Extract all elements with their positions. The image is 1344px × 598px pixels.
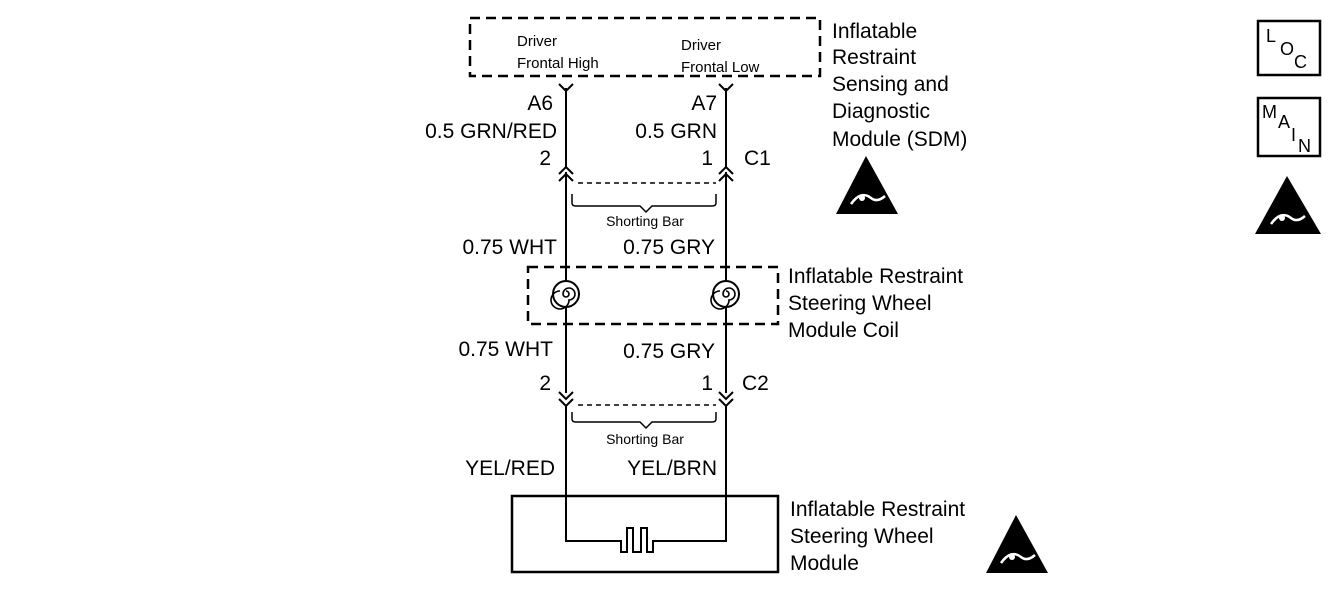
coil-lower-left-wire: 0.75 WHT: [458, 338, 553, 361]
esd-warning-icon[interactable]: [1255, 176, 1321, 234]
main-letter: I: [1291, 125, 1296, 145]
c2-shorting-bar-bracket: [571, 412, 717, 430]
main-letter: N: [1298, 136, 1311, 156]
coil-spiral-left-icon: [550, 280, 580, 310]
sdm-title: Inflatable: [832, 20, 917, 43]
module-title: Inflatable Restraint: [790, 498, 965, 521]
coil-title: Steering Wheel: [788, 292, 932, 315]
module-box: [510, 494, 780, 574]
steering-wheel-module: Inflatable Restraint Steering Wheel Modu…: [510, 494, 965, 575]
sdm-title: Module (SDM): [832, 128, 967, 151]
loc-letter: C: [1294, 52, 1307, 72]
coil-title: Inflatable Restraint: [788, 265, 963, 288]
esd-warning-icon: [836, 156, 898, 214]
c2-left-wire: YEL/RED: [465, 457, 555, 480]
main-button[interactable]: M A I N: [1256, 96, 1322, 158]
module-title: Module: [790, 552, 859, 575]
c1-right-pin: 1: [701, 147, 713, 170]
coil-upper-left-wire: 0.75 WHT: [462, 236, 557, 259]
c2-left-pin: 2: [539, 372, 551, 395]
connector-c1: A6 A7 0.5 GRN/RED 0.5 GRN 2 1 C1 Shortin…: [425, 92, 771, 229]
sdm-title: Sensing and: [832, 73, 949, 96]
sdm-pin-high-label: Driver: [517, 33, 557, 50]
loc-button[interactable]: L O C: [1256, 19, 1322, 77]
c2-shorting-bar-label: Shorting Bar: [606, 431, 684, 447]
c1-shorting-bar-bracket: [571, 194, 717, 214]
c1-left-terminal: A6: [527, 92, 553, 115]
coil-dashed-box: [526, 265, 780, 326]
sdm-pin-low-label: Frontal Low: [681, 59, 760, 76]
loc-letter: L: [1266, 26, 1276, 46]
sdm-pin-low-label: Driver: [681, 37, 721, 54]
c2-right-pin: 1: [701, 372, 713, 395]
coil-upper-right-wire: 0.75 GRY: [623, 236, 715, 259]
steering-wheel-coil: 0.75 WHT 0.75 GRY Inflatable Restraint S…: [458, 236, 963, 363]
sdm-pin-high-label: Frontal High: [517, 55, 599, 72]
module-title: Steering Wheel: [790, 525, 934, 548]
loc-letter: O: [1280, 39, 1294, 59]
airbag-squib-symbol: [565, 527, 727, 553]
connector-c2: 2 1 C2 Shorting Bar YEL/RED YEL/BRN: [465, 372, 769, 480]
sdm-dashed-box: [468, 16, 822, 78]
coil-lower-right-wire: 0.75 GRY: [623, 340, 715, 363]
sdm-title: Restraint: [832, 46, 916, 69]
c2-connector-name: C2: [742, 372, 769, 395]
c1-shorting-bar-label: Shorting Bar: [606, 213, 684, 229]
c1-connector-name: C1: [744, 147, 771, 170]
main-letter: M: [1262, 102, 1277, 122]
sdm-module: Driver Frontal High Driver Frontal Low I…: [468, 16, 967, 151]
esd-warning-icon: [986, 515, 1048, 573]
c1-left-pin: 2: [539, 147, 551, 170]
main-letter: A: [1278, 112, 1290, 132]
coil-title: Module Coil: [788, 319, 899, 342]
c1-left-wire: 0.5 GRN/RED: [425, 120, 557, 143]
sdm-terminal-chevrons: [558, 83, 734, 93]
c1-right-terminal: A7: [691, 92, 717, 115]
sdm-title: Diagnostic: [832, 100, 930, 123]
c1-right-wire: 0.5 GRN: [635, 120, 717, 143]
coil-spiral-right-icon: [710, 280, 740, 310]
c2-right-wire: YEL/BRN: [627, 457, 717, 480]
